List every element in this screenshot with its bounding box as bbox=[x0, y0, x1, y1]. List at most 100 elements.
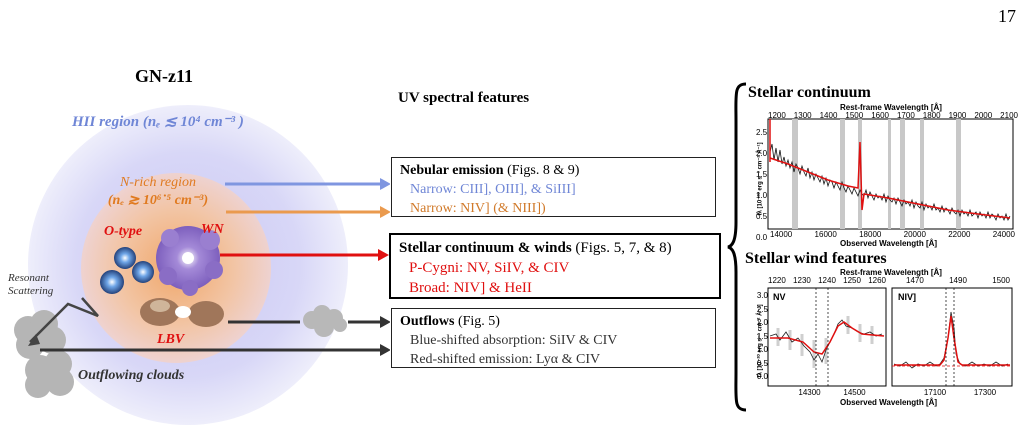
cont-bottom-axis-label: Observed Wavelength [Å] bbox=[840, 239, 938, 248]
lbv-star bbox=[140, 298, 224, 327]
uv-features-title: UV spectral features bbox=[398, 90, 530, 106]
nrich-label-line1: N-rich region bbox=[119, 175, 197, 190]
stellar-wind-title: Stellar wind features bbox=[745, 250, 887, 267]
niv-model-line bbox=[894, 315, 1010, 366]
niv-label: NIV] bbox=[898, 292, 916, 302]
tick: 14000 bbox=[770, 230, 793, 239]
tick: 1470 bbox=[906, 276, 924, 285]
resonant-scattering-label: Resonant Scattering bbox=[8, 272, 53, 298]
stellar-continuum-box: Stellar continuum & winds (Figs. 5, 7, &… bbox=[389, 233, 721, 299]
figure-title: GN-z11 bbox=[135, 66, 193, 86]
continuum-model-line bbox=[769, 141, 1011, 219]
tick: 1500 bbox=[992, 276, 1010, 285]
tick: 1.0 bbox=[756, 345, 768, 354]
tick: 17300 bbox=[973, 388, 997, 397]
stellar-line2: Broad: NIV] & HeII bbox=[409, 280, 532, 296]
cont-bottom-ticks: 14000 16000 18000 20000 22000 24000 bbox=[770, 230, 1015, 239]
stellar-continuum-title: Stellar continuum bbox=[748, 84, 871, 101]
wind-right-bottom-ticks: 17100 17300 bbox=[910, 388, 1010, 397]
tick: 1.0 bbox=[756, 191, 768, 200]
tick: 2.0 bbox=[756, 318, 768, 327]
wind-right-top-ticks: 1470 1490 1500 bbox=[906, 276, 1010, 285]
tick: 2000 bbox=[974, 111, 993, 120]
tick: 1220 bbox=[768, 276, 786, 285]
tick: 0.5 bbox=[756, 358, 768, 368]
tick: 17100 bbox=[923, 388, 947, 397]
wind-spectra-plot bbox=[767, 287, 1013, 387]
outflows-heading: Outflows bbox=[400, 314, 455, 329]
nebular-line1: Narrow: CIII], OIII], & SiIII] bbox=[410, 182, 576, 197]
tick: 1900 bbox=[948, 111, 967, 120]
nrich-region-label: N-rich region (nₑ ≳ 10⁶˙⁵ cm⁻³) bbox=[88, 174, 228, 210]
tick: 1.5 bbox=[756, 331, 768, 341]
otype-label: O-type bbox=[104, 224, 143, 239]
outflows-line1: Blue-shifted absorption: SiIV & CIV bbox=[410, 333, 618, 348]
tick: 1700 bbox=[896, 111, 915, 120]
tick: 14300 bbox=[798, 388, 821, 397]
tick: 1250 bbox=[843, 276, 861, 285]
nebular-heading: Nebular emission bbox=[400, 163, 504, 178]
nv-label: NV bbox=[773, 292, 786, 302]
tick: 1230 bbox=[793, 276, 811, 285]
tick: 1500 bbox=[845, 111, 864, 120]
cont-top-axis-label: Rest-frame Wavelength [Å] bbox=[840, 103, 942, 112]
tick: 20000 bbox=[903, 230, 926, 239]
arrows-left bbox=[40, 178, 390, 356]
nebular-line2: Narrow: NIV] (& NIII]) bbox=[410, 201, 546, 216]
tick: 0.0 bbox=[756, 233, 768, 242]
stellar-figs: (Figs. 5, 7, & 8) bbox=[571, 240, 672, 256]
wind-left-bottom-ticks: 14300 14500 bbox=[787, 388, 877, 397]
tick: 1260 bbox=[868, 276, 886, 285]
stellar-heading: Stellar continuum & winds bbox=[399, 240, 572, 256]
page-number: 17 bbox=[998, 6, 1016, 26]
outflowing-clouds-label: Outflowing clouds bbox=[78, 368, 185, 383]
tick: 1600 bbox=[871, 111, 889, 120]
nebular-figs: (Figs. 8 & 9) bbox=[503, 163, 580, 178]
continuum-spectrum-line bbox=[769, 143, 1011, 222]
hii-region-label: HII region (nₑ ≲ 10⁴ cm⁻³ ) bbox=[72, 114, 244, 130]
wind-bottom-axis-label: Observed Wavelength [Å] bbox=[840, 398, 938, 407]
tick: 0.5 bbox=[756, 212, 768, 221]
tick: 18000 bbox=[859, 230, 882, 239]
resonant-line2: Scattering bbox=[8, 285, 54, 297]
cont-yticks: 2.5 2.0 1.5 1.0 0.5 0.0 bbox=[756, 122, 768, 248]
stellar-line1: P-Cygni: NV, SiIV, & CIV bbox=[409, 260, 570, 276]
continuum-spectrum-plot bbox=[767, 118, 1014, 230]
wn-star bbox=[156, 226, 223, 296]
tick: 1200 bbox=[768, 111, 786, 120]
nv-model-line bbox=[770, 321, 885, 355]
lbv-label: LBV bbox=[157, 332, 185, 347]
tick: 0.0 bbox=[756, 372, 768, 381]
tick: 1400 bbox=[819, 111, 838, 120]
wind-yticks: 3.0 2.5 2.0 1.5 1.0 0.5 0.0 bbox=[756, 289, 768, 384]
tick: 2.5 bbox=[756, 304, 768, 314]
tick: 16000 bbox=[814, 230, 837, 239]
tick: 1300 bbox=[793, 111, 812, 120]
tick: 1.5 bbox=[756, 170, 768, 179]
tick: 2100 bbox=[1000, 111, 1018, 120]
resonant-line1: Resonant bbox=[8, 272, 49, 284]
tick: 1240 bbox=[818, 276, 836, 285]
cloud-bottom bbox=[25, 350, 74, 398]
resonant-scattering-arrow bbox=[29, 297, 99, 343]
wind-ylabel: fλ [10⁻²⁰ erg s⁻¹ cm⁻² Å⁻¹] bbox=[757, 304, 764, 378]
outflows-line2: Red-shifted emission: Lyα & CIV bbox=[410, 352, 601, 367]
wind-left-top-ticks: 1220 1230 1240 1250 1260 bbox=[768, 276, 886, 285]
tick: 2.0 bbox=[756, 149, 768, 158]
tick: 1800 bbox=[922, 111, 941, 120]
wind-top-axis-label: Rest-frame Wavelength [Å] bbox=[840, 268, 942, 277]
cont-ylabel: fλ [10⁻²⁰ erg s⁻¹ cm⁻² Å⁻¹] bbox=[757, 142, 764, 216]
tick: 14500 bbox=[843, 388, 866, 397]
tick: 1490 bbox=[949, 276, 967, 285]
nrich-label-line2: (nₑ ≳ 10⁶˙⁵ cm⁻³) bbox=[107, 193, 209, 208]
wn-label: WN bbox=[201, 222, 224, 237]
tick: 22000 bbox=[948, 230, 971, 239]
outflows-figs: (Fig. 5) bbox=[454, 314, 500, 329]
cont-top-ticks: 1200 1300 1400 1500 1600 1700 1800 1900 … bbox=[768, 111, 1018, 120]
tick: 2.5 bbox=[756, 128, 768, 137]
otype-stars bbox=[100, 247, 154, 294]
tick: 24000 bbox=[992, 230, 1015, 239]
outflows-box: Outflows (Fig. 5) Blue-shifted absorptio… bbox=[391, 308, 716, 368]
nebular-emission-box: Nebular emission (Figs. 8 & 9) Narrow: C… bbox=[391, 157, 716, 217]
curly-brace bbox=[727, 82, 747, 412]
